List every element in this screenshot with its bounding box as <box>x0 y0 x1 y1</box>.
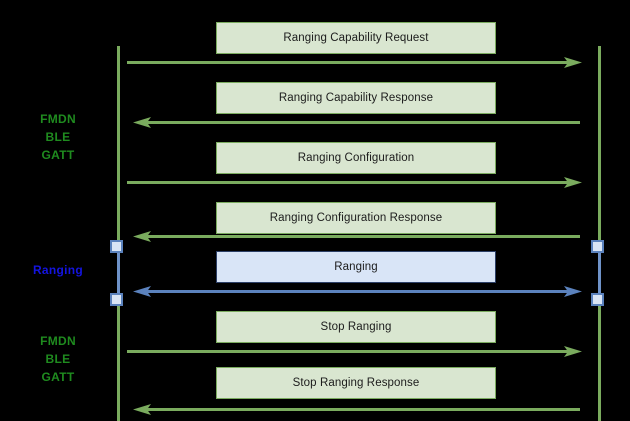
left-lifeline <box>117 46 120 421</box>
phase-label-line: Ranging <box>32 263 84 277</box>
phase-label-gatt-bottom: FMDN BLE GATT <box>8 332 108 386</box>
phase-label-line: BLE <box>45 352 71 366</box>
phase-label-line: BLE <box>45 130 71 144</box>
phase-label-line: GATT <box>41 148 75 162</box>
right-lifeline <box>598 46 601 421</box>
phase-label-ranging: Ranging <box>8 261 108 279</box>
arrow-ranging-configuration-response <box>133 231 580 242</box>
arrow-ranging-capability-response <box>133 117 580 128</box>
message-box-stop-ranging[interactable]: Stop Ranging <box>216 311 496 343</box>
phase-label-line: FMDN <box>40 112 76 126</box>
message-label: Ranging <box>334 261 378 273</box>
message-label: Ranging Capability Response <box>278 92 434 104</box>
message-label: Ranging Configuration Response <box>269 212 443 224</box>
arrow-ranging-capability-request <box>127 57 582 68</box>
message-box-ranging-configuration-response[interactable]: Ranging Configuration Response <box>216 202 496 234</box>
activation-right-bottom <box>591 293 604 306</box>
phase-label-line: GATT <box>41 370 75 384</box>
arrow-ranging-configuration <box>127 177 582 188</box>
arrow-stop-ranging-response <box>133 404 580 415</box>
message-box-stop-ranging-response[interactable]: Stop Ranging Response <box>216 367 496 399</box>
activation-left-bottom <box>110 293 123 306</box>
phase-label-gatt-top: FMDN BLE GATT <box>8 110 108 164</box>
message-label: Stop Ranging Response <box>292 377 420 389</box>
message-label: Ranging Configuration <box>297 152 415 164</box>
phase-label-line: FMDN <box>40 334 76 348</box>
message-box-ranging-capability-response[interactable]: Ranging Capability Response <box>216 82 496 114</box>
message-label: Ranging Capability Request <box>283 32 429 44</box>
message-label: Stop Ranging <box>320 321 392 333</box>
left-lifeline-ranging-segment <box>117 246 120 300</box>
arrow-ranging-bidirectional <box>133 286 582 297</box>
message-box-ranging-configuration[interactable]: Ranging Configuration <box>216 142 496 174</box>
arrow-stop-ranging <box>127 346 582 357</box>
activation-right-top <box>591 240 604 253</box>
right-lifeline-ranging-segment <box>598 246 601 300</box>
activation-left-top <box>110 240 123 253</box>
message-box-ranging[interactable]: Ranging <box>216 251 496 283</box>
message-box-ranging-capability-request[interactable]: Ranging Capability Request <box>216 22 496 54</box>
